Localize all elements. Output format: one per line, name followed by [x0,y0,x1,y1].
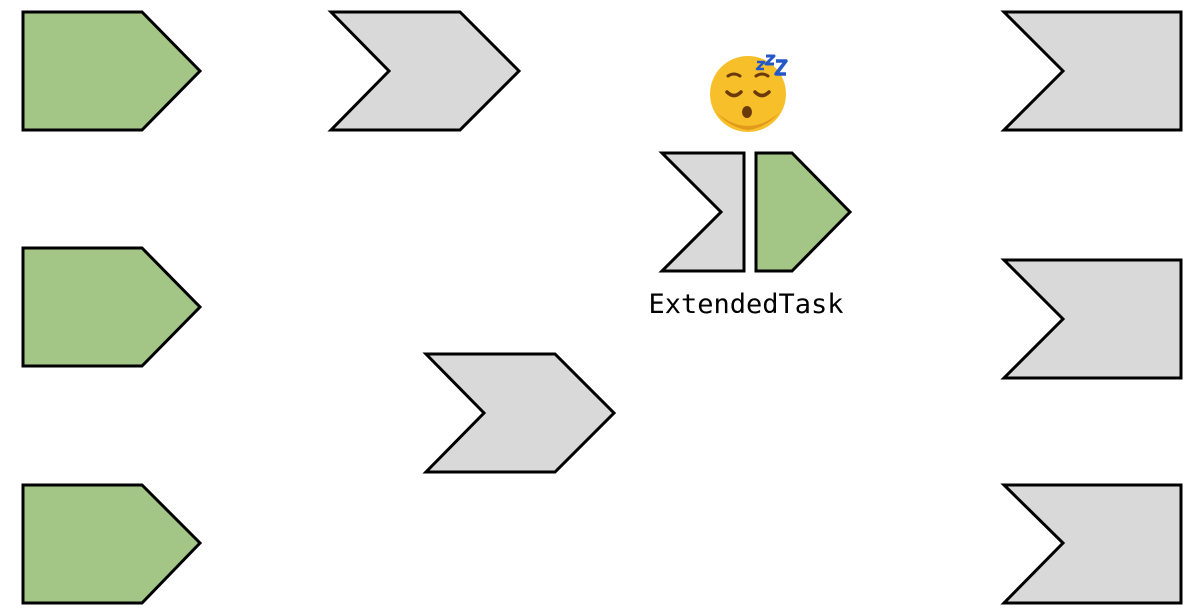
green-task-shape [21,246,203,368]
extended-task-green-half [754,151,853,273]
green-task-shape [21,483,203,605]
sleeping-face-icon [710,54,788,132]
gray-chevron-shape [1000,483,1183,605]
extended-task-label: ExtendedTask [648,289,843,320]
extended-task-gray-half [658,151,746,273]
gray-chevron-shape [327,10,522,132]
gray-chevron-shape [422,352,617,474]
gray-chevron-shape [1000,10,1183,132]
gray-chevron-shape [1000,258,1183,380]
green-task-shape [21,10,203,132]
extended-task: ExtendedTask [648,54,853,320]
